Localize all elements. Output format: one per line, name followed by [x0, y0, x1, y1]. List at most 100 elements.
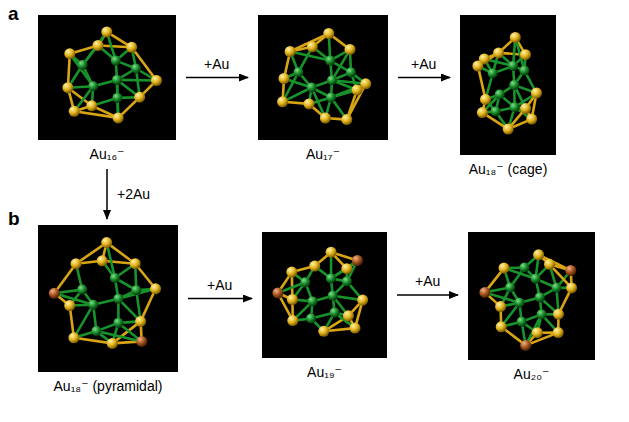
cluster-structure — [38, 15, 176, 140]
gold-atom — [112, 93, 122, 103]
gold-atom — [553, 327, 564, 338]
gold-atom — [520, 49, 531, 60]
bond-stick — [290, 34, 329, 52]
reaction-arrow — [188, 298, 252, 300]
gold-atom — [327, 75, 337, 85]
cluster-name: Au₂₀⁻ — [514, 366, 550, 383]
gold-atom — [151, 75, 162, 86]
cluster-name: Au₁₇⁻ — [306, 146, 340, 163]
gold-atom — [493, 47, 504, 58]
gold-atom — [88, 81, 98, 91]
gold-atom — [505, 283, 515, 293]
gold-atom — [69, 106, 80, 117]
bond-stick — [54, 264, 76, 294]
gold-atom — [88, 300, 98, 310]
cluster-structure — [38, 225, 178, 372]
edge-label: +Au — [413, 273, 442, 290]
gold-atom — [343, 310, 354, 321]
gold-atom — [64, 300, 75, 311]
bond-stick — [83, 32, 107, 65]
gold-atom — [287, 294, 298, 305]
gold-atom — [113, 294, 123, 304]
gold-atom — [508, 61, 518, 71]
edge-label: +2Au — [115, 186, 152, 203]
gold-atom — [519, 66, 529, 76]
gold-atom — [345, 44, 356, 55]
gold-atom — [532, 327, 543, 338]
gold-atom — [279, 73, 290, 84]
gold-atom — [308, 296, 318, 306]
gold-atom — [520, 340, 531, 351]
gold-atom — [272, 288, 283, 299]
edge-label: +Au — [409, 56, 438, 73]
reaction-arrow — [106, 169, 108, 219]
gold-atom — [515, 298, 525, 308]
gold-atom — [488, 68, 498, 78]
cluster-name: Au₁₆⁻ — [90, 146, 125, 163]
gold-atom — [307, 41, 318, 52]
cluster-panel: Au₁₆⁻ — [38, 15, 176, 163]
gold-atom — [533, 249, 544, 260]
gold-atom — [517, 317, 527, 327]
gold-atom — [519, 263, 529, 273]
gold-atom — [491, 106, 501, 116]
gold-atom — [287, 315, 298, 326]
cluster-name: Au₁₈⁻ (pyramidal) — [54, 378, 163, 395]
gold-atom — [150, 283, 161, 294]
gold-atom — [130, 258, 141, 269]
cluster-structure — [468, 232, 595, 360]
gold-atom — [134, 92, 145, 103]
gold-atom — [318, 326, 329, 337]
panel-letter: a — [8, 3, 19, 25]
gold-atom — [510, 32, 521, 43]
gold-atom — [535, 292, 545, 302]
gold-atom — [64, 48, 75, 59]
reaction-arrow — [397, 294, 458, 296]
gold-atom — [113, 318, 123, 328]
gold-atom — [326, 274, 336, 284]
gold-atom — [101, 237, 112, 248]
bond-stick — [70, 54, 93, 87]
panel-letter: b — [8, 208, 20, 230]
gold-atom — [496, 321, 507, 332]
gold-atom — [320, 113, 331, 124]
cluster-panel: Au₂₀⁻ — [468, 232, 595, 383]
bond-stick — [74, 338, 112, 344]
gold-atom — [325, 56, 335, 66]
bond-stick — [290, 52, 330, 61]
gold-atom — [309, 261, 320, 272]
gold-atom — [307, 83, 317, 93]
gold-atom — [306, 314, 316, 324]
gold-atom — [97, 255, 108, 266]
gold-atom — [531, 88, 542, 99]
gold-atom — [472, 61, 483, 72]
gold-atom — [510, 102, 520, 112]
reaction-arrow — [186, 77, 248, 79]
gold-atom — [342, 276, 352, 286]
gold-atom — [62, 82, 73, 93]
gold-atom — [112, 75, 122, 85]
gold-atom — [326, 247, 337, 258]
gold-atom — [352, 85, 363, 96]
gold-atom — [520, 103, 531, 114]
gold-atom — [131, 285, 141, 295]
gold-atom — [277, 96, 288, 107]
gold-atom — [323, 28, 334, 39]
gold-atom — [341, 263, 352, 274]
cluster-panel: Au₁₉⁻ — [262, 232, 387, 381]
gold-atom — [495, 90, 505, 100]
gold-atom — [495, 301, 506, 312]
edge-label: +Au — [202, 56, 231, 73]
gold-atom — [286, 267, 297, 278]
gold-atom — [350, 323, 361, 334]
bond-stick — [96, 331, 141, 341]
gold-atom — [107, 338, 118, 349]
gold-atom — [93, 40, 104, 51]
gold-atom — [531, 274, 541, 284]
gold-atom — [304, 98, 315, 109]
gold-atom — [285, 46, 296, 57]
gold-atom — [71, 258, 82, 269]
cluster-structure — [258, 15, 388, 140]
gold-atom — [326, 93, 336, 103]
gold-atom — [77, 285, 87, 295]
